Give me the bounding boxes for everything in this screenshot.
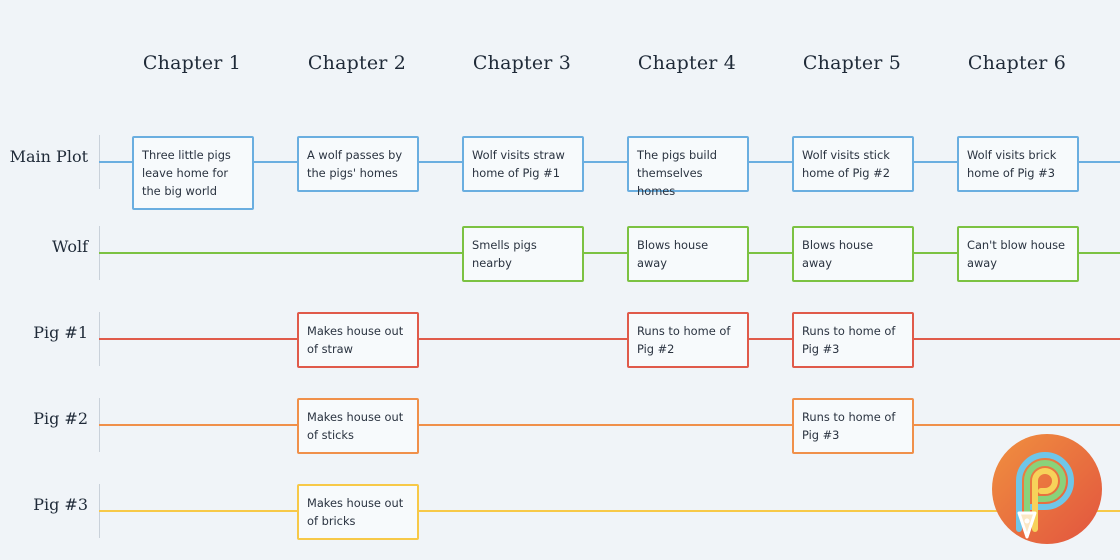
pen-nib-logo-svg [992, 434, 1102, 544]
lane-line-pig-2 [99, 424, 1120, 426]
event-box-main-plot-ch2[interactable]: A wolf passes by the pigs' homes [297, 136, 419, 192]
event-box-pig-1-ch2[interactable]: Makes house out of straw [297, 312, 419, 368]
chapter-5-header: Chapter 5 [802, 52, 902, 74]
logo-arc-blue [1016, 452, 1074, 532]
logo-arc-green [1024, 460, 1066, 532]
lane-label-main-plot: Main Plot [9, 147, 88, 166]
chapter-4-header: Chapter 4 [637, 52, 737, 74]
lane-line-wolf [99, 252, 1120, 254]
logo-arc-yellow [1032, 468, 1058, 532]
event-box-pig-2-ch2[interactable]: Makes house out of sticks [297, 398, 419, 454]
event-box-main-plot-ch4[interactable]: The pigs build themselves homes [627, 136, 749, 198]
lane-label-wolf: Wolf [51, 237, 88, 256]
event-box-wolf-ch3[interactable]: Smells pigs nearby [462, 226, 584, 282]
chapter-6-header: Chapter 6 [967, 52, 1067, 74]
lane-label-pig-3: Pig #3 [33, 495, 88, 514]
pen-nib-logo-icon [991, 433, 1103, 545]
event-box-main-plot-ch1[interactable]: Three little pigs leave home for the big… [132, 136, 254, 210]
logo-nib-hole [1024, 518, 1030, 524]
event-box-main-plot-ch5[interactable]: Wolf visits stick home of Pig #2 [792, 136, 914, 192]
event-box-pig-2-ch5[interactable]: Runs to home of Pig #3 [792, 398, 914, 454]
chapter-2-header: Chapter 2 [307, 52, 407, 74]
event-box-main-plot-ch6[interactable]: Wolf visits brick home of Pig #3 [957, 136, 1079, 192]
event-box-main-plot-ch3[interactable]: Wolf visits straw home of Pig #1 [462, 136, 584, 192]
chapter-3-header: Chapter 3 [472, 52, 572, 74]
lane-label-pig-1: Pig #1 [33, 323, 88, 342]
lane-label-pig-2: Pig #2 [33, 409, 88, 428]
event-box-wolf-ch5[interactable]: Blows house away [792, 226, 914, 282]
logo-nib [1017, 511, 1037, 539]
event-box-pig-1-ch4[interactable]: Runs to home of Pig #2 [627, 312, 749, 368]
lane-line-pig-3 [99, 510, 1120, 512]
event-box-wolf-ch6[interactable]: Can't blow house away [957, 226, 1079, 282]
event-box-wolf-ch4[interactable]: Blows house away [627, 226, 749, 282]
event-box-pig-3-ch2[interactable]: Makes house out of bricks [297, 484, 419, 540]
event-box-pig-1-ch5[interactable]: Runs to home of Pig #3 [792, 312, 914, 368]
chapter-1-header: Chapter 1 [142, 52, 242, 74]
lane-line-pig-1 [99, 338, 1120, 340]
lane-line-main-plot [99, 161, 1120, 163]
